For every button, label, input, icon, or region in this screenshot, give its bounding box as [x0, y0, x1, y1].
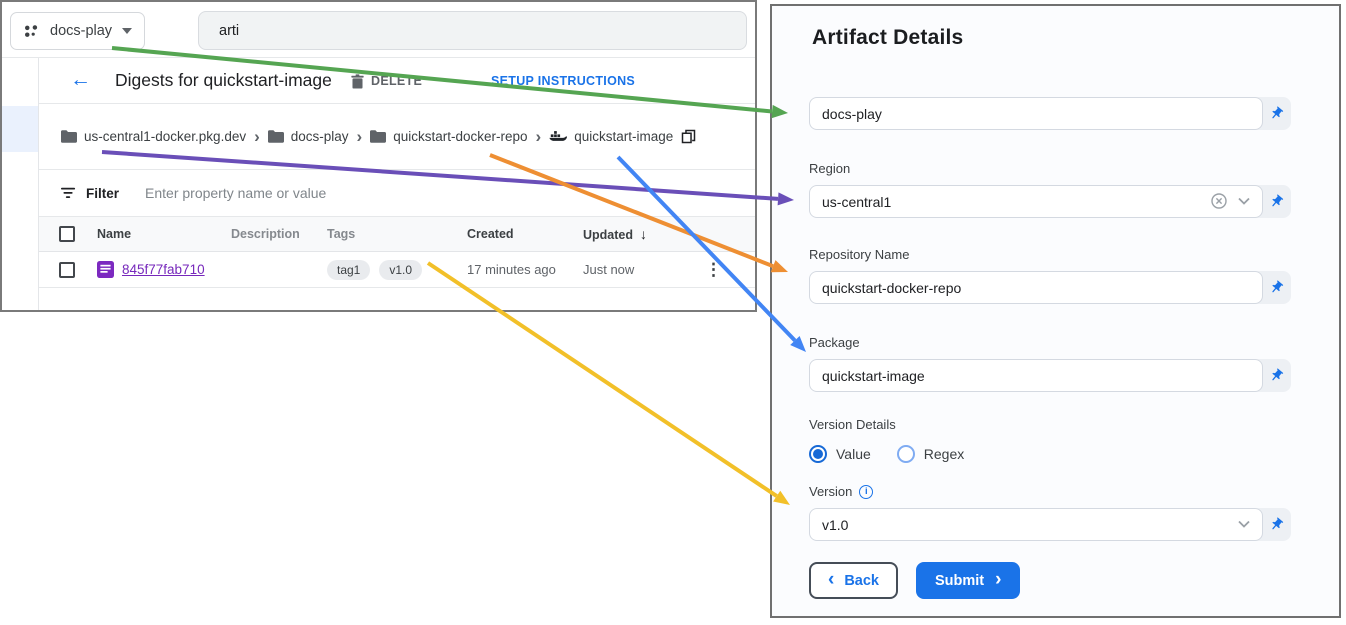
artifact-details-panel: Artifact Details Region Repository Name [770, 4, 1341, 618]
project-icon [25, 24, 38, 37]
pin-icon [1271, 517, 1283, 530]
version-details-label: Version Details [809, 417, 896, 432]
region-field-block: Region [809, 161, 1291, 218]
repository-field-block: Repository Name [809, 247, 1291, 304]
tag-chip[interactable]: v1.0 [379, 259, 423, 280]
back-arrow-icon[interactable]: ← [70, 68, 91, 91]
copy-button[interactable] [679, 127, 698, 146]
select-all-checkbox[interactable] [59, 226, 75, 242]
clear-icon[interactable] [1211, 193, 1227, 209]
column-updated[interactable]: Updated↓ [583, 226, 647, 242]
row-created: 17 minutes ago [467, 262, 556, 277]
chevron-down-icon [122, 28, 133, 34]
delete-button[interactable]: DELETE [345, 67, 428, 95]
delete-label: DELETE [371, 74, 423, 88]
chevron-left-icon: ‹ [828, 569, 835, 590]
pin-icon [1271, 194, 1283, 207]
repository-input[interactable] [809, 271, 1263, 304]
chevron-right-icon: › [995, 569, 1002, 590]
page-title: Digests for quickstart-image [115, 70, 332, 90]
breadcrumb-package[interactable]: quickstart-image [549, 129, 673, 144]
table-header: Name Description Tags Created Updated↓ [39, 217, 755, 252]
info-icon[interactable]: i [859, 484, 874, 499]
folder-icon [61, 130, 77, 143]
search-input[interactable]: arti [198, 11, 747, 50]
chevron-right-icon: › [254, 127, 260, 146]
filter-label: Filter [86, 185, 120, 201]
back-button[interactable]: ‹ Back [809, 562, 898, 599]
column-name: Name [97, 227, 132, 241]
column-description: Description [231, 227, 300, 241]
region-label: Region [809, 161, 851, 176]
digest-link[interactable]: 845f77fab710 [122, 262, 205, 277]
filter-icon [61, 187, 76, 198]
chevron-down-icon[interactable] [1238, 520, 1250, 528]
row-overflow-menu[interactable]: ⋮ [705, 259, 722, 279]
column-created: Created [467, 227, 514, 241]
breadcrumb-registry-label: us-central1-docker.pkg.dev [84, 129, 247, 144]
table-row: 845f77fab710 tag1 v1.0 17 minutes ago Ju… [39, 252, 755, 288]
chevron-right-icon: › [356, 127, 363, 146]
radio-unselected-icon [896, 445, 915, 463]
chevron-down-icon[interactable] [1238, 197, 1250, 205]
pin-icon [1271, 368, 1283, 381]
console-window: docs-play arti ← Digests for quickstart-… [0, 0, 757, 312]
repository-label: Repository Name [809, 247, 910, 262]
package-field-block: Package [809, 335, 1291, 392]
project-picker[interactable]: docs-play [10, 12, 146, 50]
panel-title: Artifact Details [812, 26, 964, 49]
row-checkbox[interactable] [59, 261, 75, 278]
breadcrumb-project-label: docs-play [290, 129, 349, 144]
breadcrumb-repository-label: quickstart-docker-repo [393, 129, 528, 144]
breadcrumb: us-central1-docker.pkg.dev › docs-play ›… [39, 104, 755, 170]
search-value: arti [219, 22, 240, 39]
pin-icon [1271, 106, 1283, 119]
submit-button[interactable]: Submit › [916, 562, 1021, 599]
chevron-right-icon: › [535, 127, 542, 146]
version-details-block: Version Details Value Regex [809, 417, 1291, 463]
tag-chip[interactable]: tag1 [327, 259, 371, 280]
radio-regex[interactable]: Regex [896, 445, 964, 463]
project-field-block [809, 97, 1291, 130]
copy-icon [682, 129, 696, 144]
digest-icon [97, 261, 114, 278]
breadcrumb-registry[interactable]: us-central1-docker.pkg.dev [61, 129, 246, 144]
docker-icon [549, 131, 568, 141]
package-input[interactable] [809, 359, 1263, 392]
form-actions: ‹ Back Submit › [809, 562, 1291, 599]
sort-desc-icon: ↓ [640, 226, 647, 242]
folder-icon [267, 130, 284, 143]
project-input[interactable] [809, 97, 1263, 130]
radio-selected-icon [809, 445, 827, 463]
row-updated: Just now [583, 262, 635, 277]
filter-placeholder: Enter property name or value [145, 185, 327, 201]
trash-icon [351, 73, 364, 89]
folder-icon [370, 130, 387, 143]
sidebar-active-item[interactable] [2, 106, 38, 152]
radio-value[interactable]: Value [809, 445, 871, 463]
breadcrumb-repository[interactable]: quickstart-docker-repo [370, 129, 528, 144]
page-header: ← Digests for quickstart-image DELETE SE… [39, 58, 755, 104]
breadcrumb-project[interactable]: docs-play [267, 129, 349, 144]
setup-instructions-button[interactable]: SETUP INSTRUCTIONS [485, 67, 641, 95]
filter-bar[interactable]: Filter Enter property name or value [39, 170, 755, 217]
sidebar-divider [38, 58, 39, 310]
console-topbar: docs-play arti [2, 2, 755, 58]
version-input[interactable] [809, 508, 1263, 541]
breadcrumb-package-label: quickstart-image [574, 129, 674, 144]
column-tags: Tags [327, 227, 356, 241]
package-label: Package [809, 335, 860, 350]
project-picker-label: docs-play [50, 23, 113, 39]
pin-icon [1271, 280, 1283, 293]
region-input[interactable] [809, 185, 1263, 218]
